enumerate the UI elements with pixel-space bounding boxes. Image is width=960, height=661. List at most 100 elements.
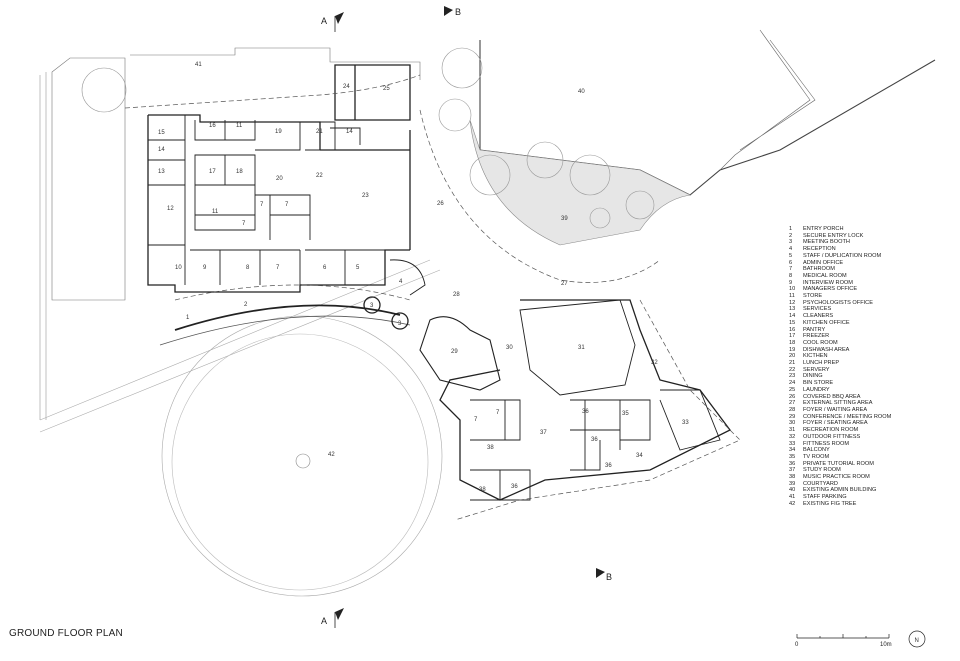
legend-number: 4 (789, 246, 793, 253)
legend-label: COVERED BBQ AREA (803, 393, 861, 400)
legend-number: 11 (789, 293, 795, 300)
room-number-label: 11 (236, 123, 243, 129)
legend-label: RECEPTION (803, 246, 836, 253)
room-number-label: 6 (323, 265, 327, 271)
room-number-label: 21 (316, 129, 323, 135)
legend-label: PRIVATE TUTORIAL ROOM (803, 460, 874, 467)
legend-label: OUTDOOR FITTNESS (803, 433, 861, 440)
section-a-bottom-label: A (321, 616, 327, 626)
legend-number: 26 (789, 393, 796, 400)
legend-label: BALCONY (803, 447, 830, 454)
legend-label: MUSIC PRACTICE ROOM (803, 474, 870, 481)
east-internal-walls (470, 389, 721, 501)
courtyard-area (469, 119, 691, 246)
legend-label: FITTNESS ROOM (803, 440, 849, 447)
canopy-dashed (419, 109, 661, 283)
legend-number: 23 (789, 373, 796, 380)
legend-item: 21 LUNCH PREP (789, 360, 954, 367)
legend-number: 42 (789, 500, 796, 507)
legend-item: 9 INTERVIEW ROOM (789, 280, 954, 287)
room-number-label: 10 (175, 265, 182, 271)
legend-label: PANTRY (803, 326, 826, 333)
room-number-label: 7 (260, 202, 264, 208)
legend-number: 30 (789, 420, 796, 427)
legend-number: 41 (789, 494, 796, 501)
room-number-label: 2 (244, 302, 248, 308)
room-number-label: 38 (479, 487, 486, 493)
diagonal-road (39, 259, 441, 433)
legend-item: 11 STORE (789, 293, 954, 300)
legend-number: 14 (789, 313, 796, 320)
north-arrow (908, 630, 926, 648)
legend-label: INTERVIEW ROOM (803, 279, 853, 286)
room-number-label: 25 (383, 86, 390, 92)
legend-label: TV ROOM (803, 453, 830, 460)
room-number-label: 7 (474, 417, 478, 423)
meeting-booth (363, 296, 381, 314)
legend-number: 16 (789, 326, 796, 333)
legend-label: CONFERENCE / MEETING ROOM (803, 413, 892, 420)
room-number-label: 12 (167, 206, 174, 212)
room-number-label: 41 (195, 62, 202, 68)
legend-number: 38 (789, 474, 796, 481)
legend-label: LUNCH PREP (803, 360, 840, 367)
legend-number: 25 (789, 386, 796, 393)
site-context (39, 29, 936, 597)
room-number-label: 11 (212, 209, 219, 215)
legend-item: 38 MUSIC PRACTICE ROOM (789, 474, 954, 481)
section-b-top-flag (444, 6, 453, 16)
room-number-label: 23 (362, 193, 369, 199)
room-number-label: 3 (398, 321, 402, 327)
legend-label: FREEZER (803, 333, 830, 340)
room-number-label: 32 (651, 360, 658, 366)
legend-number: 21 (789, 360, 796, 367)
tree-canopy (469, 154, 511, 196)
legend-label: MEDICAL ROOM (803, 272, 847, 279)
admin-building-wing (719, 29, 816, 171)
legend-item: 41 STAFF PARKING (789, 494, 954, 501)
legend-label: DISHWASH AREA (803, 346, 850, 353)
legend-item: 16 PANTRY (789, 327, 954, 334)
legend-label: STORE (803, 293, 823, 300)
room-number-label: 14 (346, 129, 353, 135)
legend-label: STAFF PARKING (803, 494, 847, 501)
legend-number: 1 (789, 226, 793, 232)
dining-walls (320, 130, 411, 250)
room-number-label: 14 (158, 147, 165, 153)
conference-room (419, 316, 501, 391)
room-number-label: 20 (276, 176, 283, 182)
legend-number: 15 (789, 319, 796, 326)
room-number-label: 39 (561, 216, 568, 222)
legend-label: PSYCHOLOGISTS OFFICE (803, 299, 873, 306)
dashed-boundaries (124, 74, 741, 521)
legend-label: CLEANERS (803, 313, 834, 320)
legend-number: 17 (789, 333, 796, 340)
legend-number: 13 (789, 306, 796, 313)
legend-number: 9 (789, 279, 793, 286)
room-number-label: 17 (209, 169, 216, 175)
kitchen-walls (255, 121, 361, 151)
legend-label: MEETING BOOTH (803, 239, 850, 246)
legend-label: EXISTING ADMIN BUILDING (803, 487, 877, 494)
legend-number: 37 (789, 467, 796, 474)
room-number-label: 22 (316, 173, 323, 179)
section-markers: A B B A (321, 6, 612, 628)
canopy-dashed (124, 74, 421, 109)
room-number-label: 34 (636, 453, 643, 459)
fig-tree-inner (171, 333, 429, 591)
legend-number: 28 (789, 406, 796, 413)
scale-start-label: 0 (795, 642, 799, 648)
